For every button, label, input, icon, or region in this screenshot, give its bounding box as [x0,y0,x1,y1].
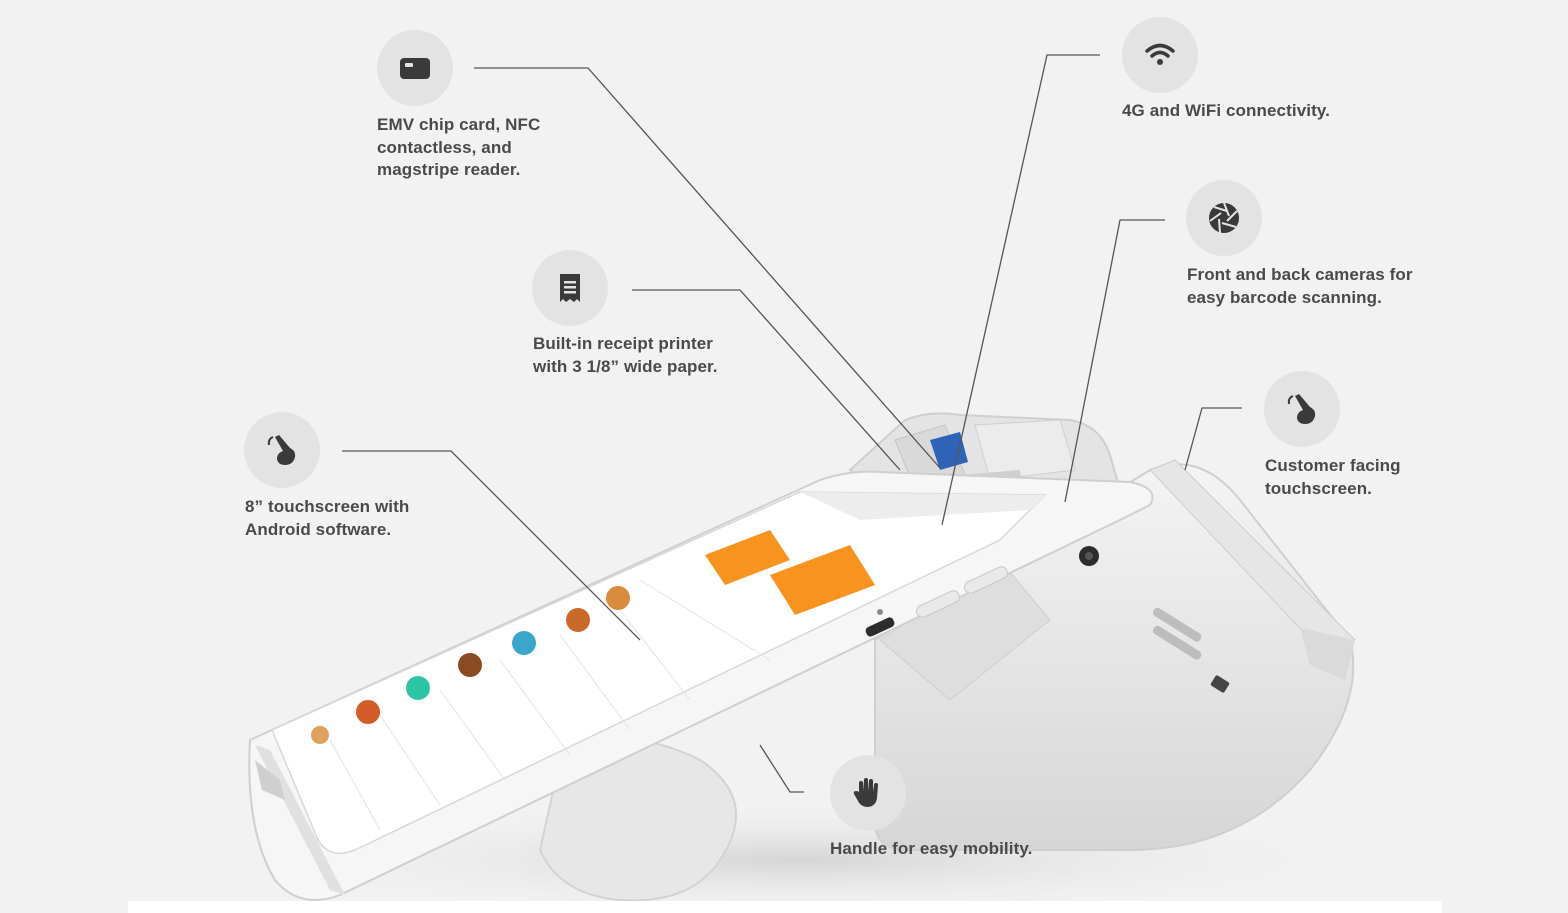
camera-aperture-icon [1209,202,1239,234]
handle-description: Handle for easy mobility. [830,838,1032,861]
leader-line-printer [632,289,901,471]
leader-line-connectivity [941,54,1100,526]
customer-screen-line-2: touchscreen. [1265,478,1373,498]
card-reader-line-3: magstripe reader. [377,160,521,179]
main-screen-line-1: 8” touchscreen with [245,497,410,516]
card-reader-line-2: contactless, and [377,137,512,157]
touch-icon [1287,394,1316,424]
printer-icon-badge [532,250,608,326]
main-screen-description: 8” touchscreen with Android software. [245,496,409,541]
device-handle [538,559,1051,902]
leader-line-handle [759,744,804,793]
cameras-icon-badge [1186,180,1262,256]
connectivity-line-1: 4G and WiFi connectivity. [1122,101,1330,120]
customer-screen-line-1: Customer facing [1265,456,1401,475]
leader-line-cameras [1064,219,1165,503]
touch-icon [267,435,296,465]
cameras-line-1: Front and back cameras for [1187,265,1413,284]
printer-description: Built-in receipt printer with 3 1/8” wid… [533,333,718,378]
leader-line-card-reader [474,67,941,469]
cameras-description: Front and back cameras for easy barcode … [1187,264,1413,309]
handle-icon-badge [830,755,906,831]
customer-screen-icon-badge [1264,371,1340,447]
card-reader-icon-badge [377,30,453,106]
main-screen-icon-badge [244,412,320,488]
handle-line-1: Handle for easy mobility. [830,839,1033,858]
main-tablet-body [248,470,1154,901]
cameras-line-2: easy barcode scanning. [1187,287,1382,307]
leader-line-main-screen [342,450,641,641]
leader-lines [342,54,1242,793]
device-rear-body [873,459,1356,851]
leader-line-customer-screen [1184,407,1242,471]
card-icon [400,58,430,79]
printer-line-2: with 3 1/8” wide paper. [533,356,718,376]
receipt-icon [560,274,580,302]
main-screen-line-2: Android software. [245,519,392,539]
card-reader-line-1: EMV chip card, NFC [377,115,541,134]
card-reader-description: EMV chip card, NFC contactless, and mags… [377,114,540,182]
connectivity-icon-badge [1122,17,1198,93]
printer-line-1: Built-in receipt printer [533,334,713,353]
bottom-strip [128,901,1442,913]
hand-icon [853,778,878,807]
wifi-icon [1145,43,1175,65]
connectivity-description: 4G and WiFi connectivity. [1122,100,1330,123]
customer-screen-description: Customer facing touchscreen. [1265,455,1401,500]
